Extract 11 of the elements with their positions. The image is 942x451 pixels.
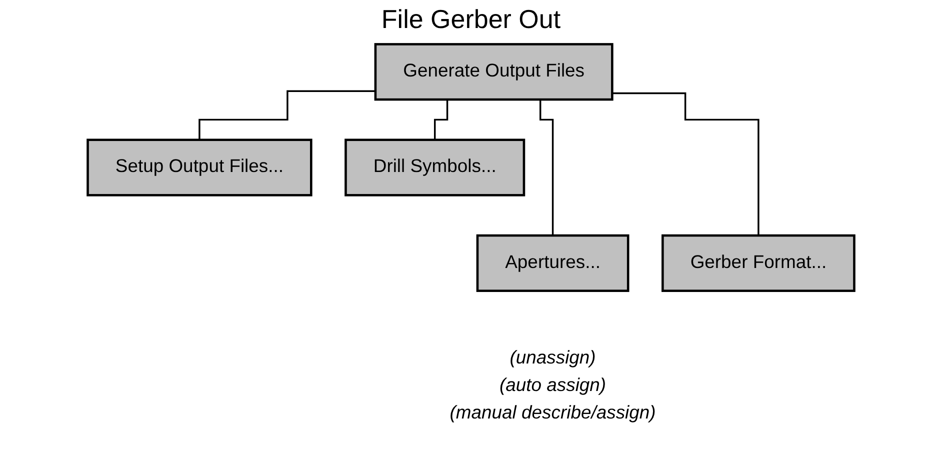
node-box: Gerber Format...	[662, 234, 856, 292]
node-label: (auto assign)	[499, 376, 606, 396]
node-box: Apertures...	[476, 234, 630, 292]
node-box: Drill Symbols...	[344, 138, 526, 196]
node-box: Generate Output Files	[374, 43, 614, 101]
connector	[612, 92, 760, 236]
diagram-title: File Gerber Out	[381, 4, 561, 35]
node-label: (unassign)	[510, 348, 596, 368]
node-label: (manual describe/assign)	[450, 404, 656, 424]
connector	[198, 90, 376, 141]
node-box: Setup Output Files...	[86, 138, 312, 196]
